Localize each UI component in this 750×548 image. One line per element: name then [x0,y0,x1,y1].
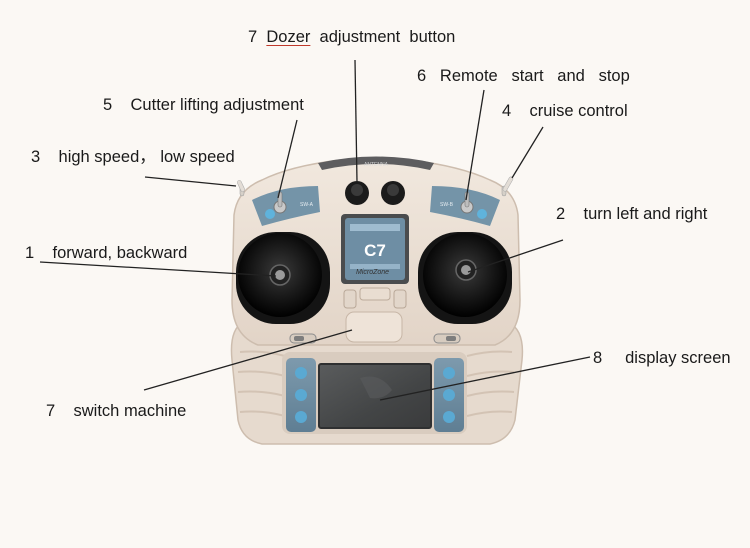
left-led-icon [265,209,275,219]
right-toggle-label: SW-B [440,202,454,208]
label-cruise-control: 4 cruise control [502,102,628,120]
leader-dozer [354,59,358,183]
label-cutter-lifting: 5 Cutter lifting adjustment [103,96,304,114]
model-label: C7 [364,241,386,260]
label-remote-start-stop: 6 Remote start and stop [417,67,630,85]
leader-remote [465,89,485,201]
left-knob-icon[interactable] [345,181,369,205]
leader-cutter [277,119,298,199]
right-knob-icon[interactable] [381,181,405,205]
leader-display [379,356,591,401]
left-joystick-icon[interactable] [236,232,330,324]
antenna-band [318,156,434,170]
right-joystick-icon[interactable] [418,232,512,324]
center-switch-cluster [343,287,407,343]
right-button-1-icon[interactable] [443,367,455,379]
leader-lines [39,59,591,401]
right-toggle-switch-icon[interactable] [460,191,474,214]
leader-turn [467,239,564,273]
right-led-icon [477,209,487,219]
leader-switch [143,329,353,391]
label-dozer-rest: adjustment button [319,28,456,46]
label-dozer: 7 Dozer adjustment button [248,29,455,46]
screen-reflection [360,376,392,399]
left-button-1-icon[interactable] [295,367,307,379]
right-slide-switch-icon[interactable] [433,333,461,344]
right-antenna-stub [502,176,514,192]
leader-forward [39,261,277,277]
top-screen-icon: C7 [341,214,409,284]
label-turn: 2 turn left and right [556,205,708,223]
left-button-2-icon[interactable] [295,389,307,401]
label-speed: 3 high speed， low speed [31,148,235,166]
leader-speed [144,176,237,187]
left-antenna-stub [237,180,245,192]
right-button-3-icon[interactable] [443,411,455,423]
left-slide-switch-icon[interactable] [289,333,317,344]
label-dozer-num: 7 [248,28,258,46]
label-display-screen: 8 display screen [593,349,731,367]
brand-label: MicroZone [356,269,389,276]
label-forward-backward: 1 forward, backward [25,244,188,262]
antenna-label: ANTENNA [364,162,389,168]
label-switch-machine: 7 switch machine [46,402,187,420]
leader-cruise [511,126,544,179]
left-button-3-icon[interactable] [295,411,307,423]
label-dozer-word: Dozer [266,28,311,46]
right-button-2-icon[interactable] [443,389,455,401]
grip-ribs [237,350,515,417]
left-toggle-label: SW-A [300,202,314,208]
